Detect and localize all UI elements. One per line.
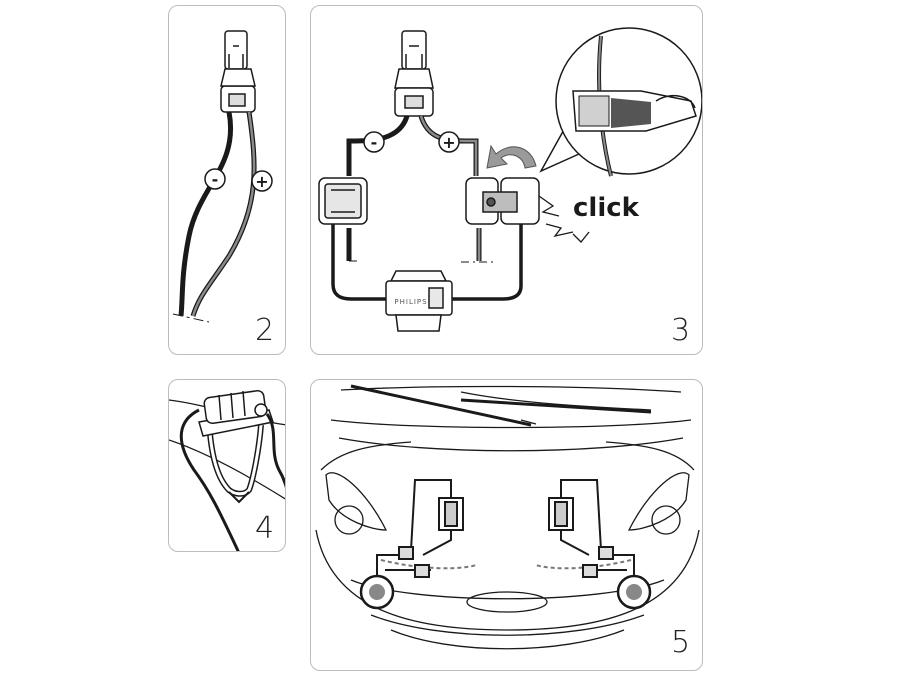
step-4-illustration (169, 389, 285, 551)
step-2-panel: - + 2 (168, 5, 286, 355)
bulb-socket-icon (394, 30, 434, 117)
svg-text:+: + (442, 133, 455, 152)
svg-text:PHILIPS: PHILIPS (394, 298, 427, 306)
wiring-right (535, 479, 635, 578)
svg-text:+: + (255, 172, 268, 191)
step-number: 3 (671, 313, 691, 348)
step-5-panel: 5 (310, 379, 703, 671)
step-number: 5 (671, 625, 691, 660)
svg-text:-: - (371, 133, 378, 152)
wire-connector-right (465, 177, 540, 225)
step-2-illustration: - + (172, 30, 273, 323)
fog-light-left (359, 574, 395, 610)
step-4-panel: 4 (168, 379, 286, 552)
step-number: 2 (255, 313, 275, 348)
step-5-illustration (315, 384, 700, 650)
step-3-panel: click - + PHILIPS 3 (310, 5, 703, 355)
zoom-detail-callout (539, 27, 702, 177)
wire-connector-left (318, 177, 368, 225)
press-arrow-icon (486, 144, 537, 169)
step-3-illustration: click - + PHILIPS (318, 27, 702, 332)
step-number: 4 (255, 511, 275, 546)
philips-resistor-module: PHILIPS (385, 270, 453, 332)
minus-marker: - (363, 131, 385, 153)
fog-light-right (616, 574, 652, 610)
svg-text:-: - (212, 170, 219, 189)
click-burst-icon (538, 195, 590, 243)
resistor-module-mounted (198, 389, 274, 437)
plus-marker: + (251, 170, 273, 192)
wiring-left (376, 479, 477, 578)
bulb-socket-icon (220, 30, 256, 113)
car-front-outline (315, 384, 700, 650)
plus-marker: + (438, 131, 460, 153)
click-label: click (573, 193, 640, 223)
minus-marker: - (204, 168, 226, 190)
